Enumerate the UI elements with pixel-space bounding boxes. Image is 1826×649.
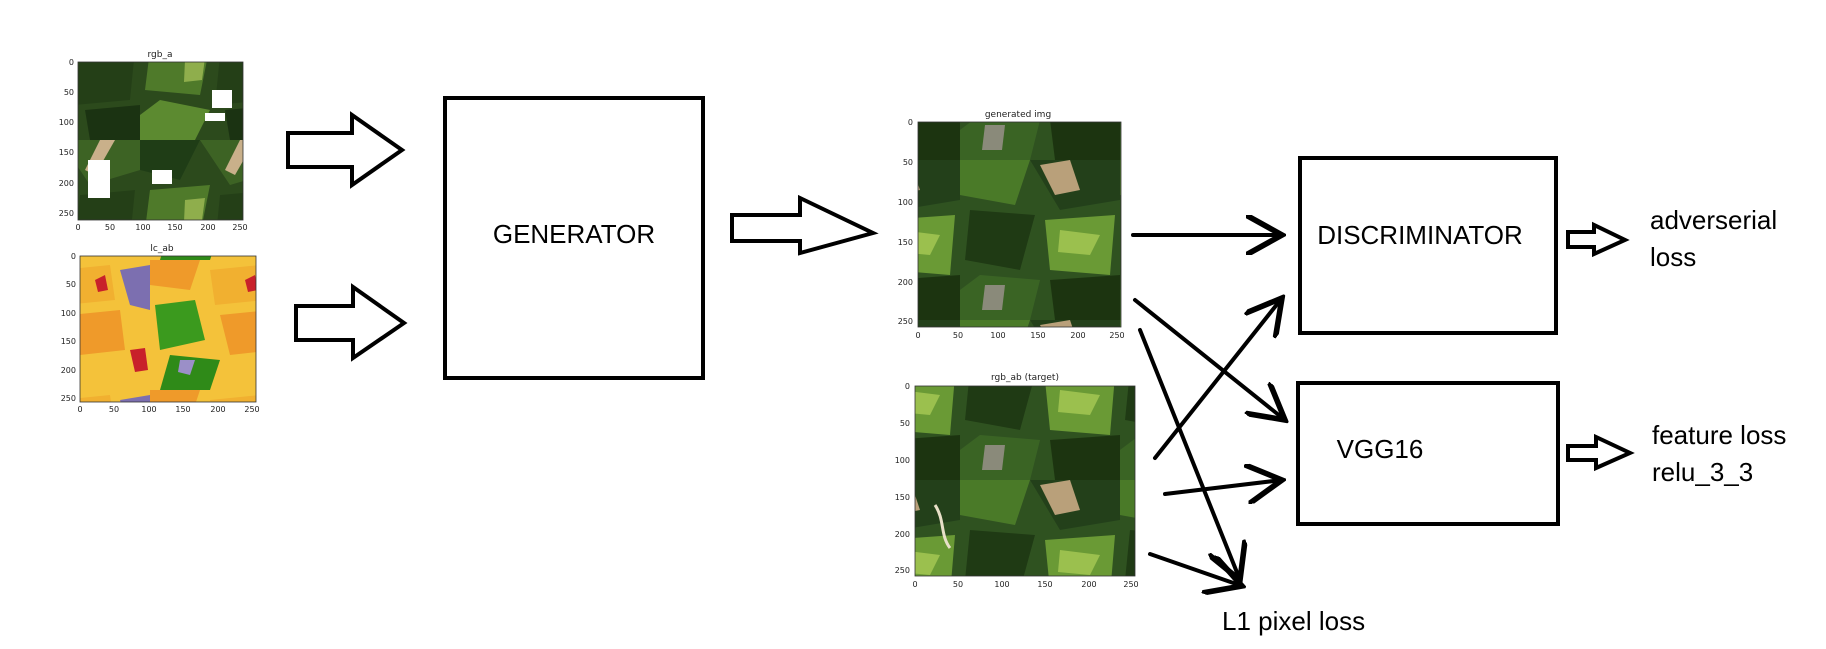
input-arrow-bottom: [294, 283, 408, 362]
svg-text:150: 150: [59, 148, 74, 157]
landcover-map: [79, 255, 257, 403]
svg-text:100: 100: [59, 118, 74, 127]
svg-text:100: 100: [61, 309, 76, 318]
svg-text:50: 50: [66, 280, 76, 289]
y-ticks: 0 50 100 150 200 250: [898, 118, 913, 326]
feature-loss-line2: relu_3_3: [1652, 457, 1753, 487]
generator-block: GENERATOR: [443, 96, 705, 380]
svg-text:100: 100: [895, 456, 910, 465]
svg-text:150: 150: [167, 223, 182, 232]
svg-text:50: 50: [105, 223, 115, 232]
svg-text:50: 50: [903, 158, 913, 167]
masked-region: [212, 90, 232, 108]
svg-text:200: 200: [210, 405, 225, 414]
discriminator-block: DISCRIMINATOR: [1298, 156, 1558, 335]
svg-text:250: 250: [895, 566, 910, 575]
svg-text:0: 0: [915, 331, 920, 340]
svg-text:150: 150: [898, 238, 913, 247]
generated-image: [917, 121, 1122, 328]
arrow-generated-to-l1: [1138, 328, 1240, 580]
svg-text:250: 250: [59, 209, 74, 218]
x-ticks: 0 50 100 150 200 250: [77, 405, 259, 414]
arrow-generated-to-vgg: [1133, 298, 1285, 420]
svg-text:250: 250: [1109, 331, 1124, 340]
masked-region: [88, 160, 110, 198]
arrow-target-to-l1: [1148, 552, 1242, 586]
panel-generated: generated img 0 50 100 150 200 250 0 50 …: [898, 110, 1125, 340]
svg-text:150: 150: [1037, 580, 1052, 589]
y-ticks: 0 50 100 150 200 250: [61, 252, 76, 403]
masked-region: [152, 170, 172, 184]
adversarial-loss-line1: adverserial: [1650, 205, 1777, 235]
svg-text:0: 0: [71, 252, 76, 261]
svg-text:50: 50: [109, 405, 119, 414]
svg-text:0: 0: [75, 223, 80, 232]
panel-title: generated img: [985, 110, 1051, 120]
adversarial-output-arrow: [1566, 221, 1630, 258]
svg-text:150: 150: [61, 337, 76, 346]
y-ticks: 0 50 100 150 200 250: [59, 58, 74, 218]
input-arrow-top: [286, 111, 406, 189]
svg-text:150: 150: [1030, 331, 1045, 340]
svg-text:100: 100: [141, 405, 156, 414]
svg-text:200: 200: [895, 530, 910, 539]
svg-text:150: 150: [175, 405, 190, 414]
svg-text:0: 0: [905, 382, 910, 391]
x-ticks: 0 50 100 150 200 250: [915, 331, 1124, 340]
svg-text:200: 200: [59, 179, 74, 188]
vgg16-label: VGG16: [1337, 434, 1424, 464]
panel-rgb-a: rgb_a 0 50 100 150 200 250 0 50 100 150 …: [59, 50, 248, 232]
y-ticks: 0 50 100 150 200 250: [895, 382, 910, 575]
svg-text:100: 100: [990, 331, 1005, 340]
svg-text:100: 100: [135, 223, 150, 232]
svg-text:200: 200: [898, 278, 913, 287]
svg-text:250: 250: [61, 394, 76, 403]
svg-text:50: 50: [64, 88, 74, 97]
panel-title: lc_ab: [150, 244, 173, 254]
svg-text:100: 100: [898, 198, 913, 207]
panel-target: rgb_ab (target) 0 50 100 150 200 250 0 5…: [895, 373, 1139, 589]
svg-text:0: 0: [69, 58, 74, 67]
svg-text:200: 200: [200, 223, 215, 232]
adversarial-loss-line2: loss: [1650, 242, 1696, 272]
svg-text:50: 50: [900, 419, 910, 428]
svg-text:250: 250: [244, 405, 259, 414]
feature-loss-line1: feature loss: [1652, 420, 1786, 450]
generator-output-arrow: [730, 194, 879, 256]
x-ticks: 0 50 100 150 200 250: [75, 223, 247, 232]
svg-text:250: 250: [232, 223, 247, 232]
target-image: [914, 385, 1136, 577]
svg-text:250: 250: [1123, 580, 1138, 589]
l1-pixel-loss-label: L1 pixel loss: [1222, 606, 1365, 636]
generator-label: GENERATOR: [493, 219, 655, 249]
svg-text:50: 50: [953, 331, 963, 340]
svg-text:250: 250: [898, 317, 913, 326]
svg-text:200: 200: [1081, 580, 1096, 589]
svg-text:50: 50: [953, 580, 963, 589]
panel-lc-ab: lc_ab 0 50 100 150 200 250 0 50 100 150 …: [61, 244, 260, 414]
arrow-target-to-discriminator: [1153, 298, 1282, 460]
svg-text:100: 100: [994, 580, 1009, 589]
svg-text:150: 150: [895, 493, 910, 502]
vgg16-block: VGG16: [1296, 381, 1560, 526]
panel-title: rgb_a: [148, 50, 173, 60]
feature-output-arrow: [1566, 433, 1635, 472]
svg-text:200: 200: [1070, 331, 1085, 340]
connection-arrows: [1131, 235, 1285, 586]
svg-text:200: 200: [61, 366, 76, 375]
svg-text:0: 0: [908, 118, 913, 127]
discriminator-label: DISCRIMINATOR: [1317, 220, 1523, 250]
panel-title: rgb_ab (target): [991, 373, 1059, 383]
svg-text:0: 0: [912, 580, 917, 589]
x-ticks: 0 50 100 150 200 250: [912, 580, 1138, 589]
arrow-target-to-vgg: [1163, 480, 1282, 494]
masked-region: [205, 113, 225, 121]
svg-text:0: 0: [77, 405, 82, 414]
